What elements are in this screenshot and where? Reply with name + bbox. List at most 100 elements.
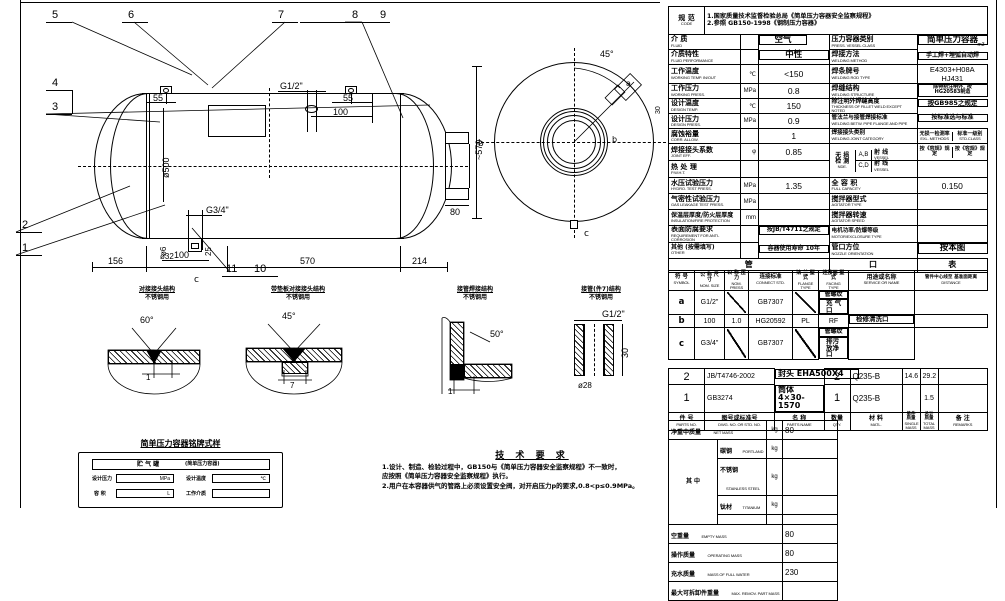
spec-label-corr-en: CORR. ALLOW. bbox=[671, 136, 699, 142]
weld2-hatch-left bbox=[246, 348, 294, 362]
nozzle-a-service: 充 气 口 bbox=[819, 298, 848, 315]
spec-row-joint-eff: 焊接接头系数 JOINT EFF. φ 0.85 无 损 检 测 NDE. A,… bbox=[668, 143, 988, 179]
part-1-total: 1.5 bbox=[919, 384, 939, 413]
nozzle-th-dist-cn: 管件中心线至 基准面距离 bbox=[924, 274, 978, 280]
thread-c-leader bbox=[186, 215, 222, 216]
part-2-single: 14.6 bbox=[901, 368, 921, 385]
balloon-3-underline bbox=[46, 114, 72, 115]
dim-100-a: 100 bbox=[333, 107, 349, 117]
spec-value2-weldstruct: 除特别注明外, 按HG20583制造 bbox=[917, 84, 988, 97]
spec-label2-jointcat-cn: 焊接接头类别 bbox=[831, 130, 866, 137]
mass-unit-stainless: kg bbox=[766, 458, 783, 496]
spec-label2-agitype-cn: 搅拌器型式 bbox=[831, 195, 867, 204]
nozzle-mark-c-elev: c bbox=[194, 275, 199, 285]
spec-label-designtemp-en: DESIGN TEMP. bbox=[671, 106, 698, 112]
spec-unit-fluid bbox=[740, 34, 759, 50]
nde-sub1: 射 线 VESSEL bbox=[871, 149, 917, 162]
mass-label-titanium: 钛材 TITANIUM bbox=[717, 495, 767, 515]
balloon-4: 4 bbox=[52, 77, 59, 89]
balloon-1011-underline bbox=[222, 276, 278, 277]
spec-value2-rod: E4303+H08A HJ431 bbox=[916, 64, 988, 84]
mass-row-carbon: 其 中 碳钢 PORTLAND kg bbox=[668, 439, 838, 525]
vessel-end-view: 45° a 30 b ~570 c bbox=[470, 42, 670, 257]
parts-th-total-en: TOTAL MASS bbox=[922, 421, 936, 431]
spec-unit-fluidperf bbox=[740, 49, 759, 65]
mass-value-carbon bbox=[782, 439, 838, 459]
dim-drain-dia: ø32 bbox=[160, 252, 174, 261]
frame-border-left bbox=[20, 0, 21, 508]
mass-value-operating: 80 bbox=[782, 543, 838, 563]
dim-55-left-line bbox=[146, 102, 176, 103]
part-1-std: GB3274 bbox=[704, 384, 775, 413]
mass-label-operating-cn: 操作质量 bbox=[671, 552, 696, 559]
mass-value-fullwater: 230 bbox=[782, 562, 838, 582]
nde-val-b: 按《容规》规定 bbox=[952, 147, 987, 158]
spec-label-gasleak-en: GAS LEAKAGE TEST PRESS. bbox=[671, 202, 724, 208]
tech-req-line-2: 应按照《简单压力容器安全监察规程》执行。 bbox=[382, 472, 512, 481]
nameplate-row-3-label: 容 积 bbox=[94, 491, 106, 497]
spec-label-hydro-cn: 水压试验压力 bbox=[671, 179, 713, 188]
spec-row-pwht: 热 处 理 P.W.H.T. bbox=[668, 160, 988, 179]
spec-label2-agispeed-en: AGITATOR SPEED bbox=[831, 218, 865, 224]
nde-label-cn1: 无 损 bbox=[835, 151, 850, 159]
nozzle-a-face: 管螺纹 bbox=[819, 290, 848, 299]
spec-footer-3-cn: 表 bbox=[948, 259, 957, 269]
spec-label-fluidperf: 介质特性 FLUID PERFORMANCE bbox=[668, 49, 741, 65]
spec-row-anticorr: 表面防腐要求 REQUIREMENT FOR ANTI-CORROSION 按J… bbox=[668, 225, 988, 243]
jointcat-sub-a: 无损一检测率 EXL. METHODS bbox=[917, 131, 953, 141]
mass-label-empty-en: EMPTY MASS bbox=[701, 534, 727, 539]
spec-value-hydro: 1.35 bbox=[758, 177, 830, 195]
nameplate-row-4-label: 工作介质 bbox=[186, 491, 207, 497]
nozzle-th-face: 连接面 型 式 FACING TYPE bbox=[818, 270, 849, 291]
mass-label-blank bbox=[717, 514, 767, 525]
balloon-4-underline bbox=[46, 90, 72, 91]
spec-value2-agispeed bbox=[916, 209, 988, 227]
balloon-7-underline bbox=[272, 22, 298, 23]
nameplate-row-1-label: 设计压力 bbox=[92, 476, 113, 482]
spec-value2-nozorient: 按本图 bbox=[917, 242, 988, 254]
thread-label-a: G1/2" bbox=[280, 81, 303, 91]
mass-unit-net: kg bbox=[766, 420, 783, 440]
spec-value2-agitype bbox=[916, 193, 988, 211]
spec-value-fluid: 空气 bbox=[759, 34, 807, 46]
spec-label-fluid-cn: 介 质 bbox=[671, 35, 688, 44]
code-table: 规 范 CODE 1.国家质量技术监督检验总局《简单压力容器安全监察规程》 2.… bbox=[668, 6, 988, 35]
mass-row-net: 净重中质量 NET MASS kg 80 bbox=[668, 420, 838, 440]
spec-label-fluidperf-cn: 介质特性 bbox=[671, 50, 699, 59]
spec-value-pwht bbox=[758, 160, 830, 179]
nozzle-b-std: HG20592 bbox=[748, 314, 793, 329]
part7-dia: ø28 bbox=[578, 381, 592, 390]
nozzle-a-size: G1/2" bbox=[694, 289, 725, 316]
spec-label2-capacity: 全 容 积 FULL CAPACITY m3 bbox=[828, 42, 985, 195]
spec-unit-workpress: MPa bbox=[740, 83, 759, 99]
nozzle-th-std: 连接标准 CONNECT STD. bbox=[748, 270, 793, 291]
spec-label-pwht-cn: 热 处 理 bbox=[671, 162, 697, 171]
spec-label2-capacity-cn: 全 容 积 bbox=[831, 179, 858, 188]
flange-b-top bbox=[445, 132, 469, 144]
nameplate-row-1-unit: MPa bbox=[159, 476, 170, 482]
frame-border-right bbox=[996, 0, 997, 508]
nde-sub2-en: VESSEL bbox=[874, 166, 889, 172]
spec-label-fluid: 介 质 FLUID bbox=[668, 34, 741, 50]
spec-label2-agitator-type: 搅拌器型式 AGITATOR TYPE bbox=[828, 193, 918, 211]
dim-tick-3 bbox=[400, 246, 401, 272]
spec-label-other: 其他 (按需填写) OTHER bbox=[668, 241, 741, 259]
spec-label2-jointcat-en: WELDING JOINT CATEGORY bbox=[831, 136, 884, 142]
nameplate-on-shell bbox=[208, 105, 266, 137]
nozzle-a-std: GB7307 bbox=[748, 289, 793, 316]
balloon-1: 1 bbox=[22, 242, 29, 254]
flange-b-neck-r bbox=[469, 144, 470, 188]
parts-th-remark-cn: 备 注 bbox=[955, 415, 970, 423]
mass-label-empty: 空重量 EMPTY MASS bbox=[668, 524, 783, 544]
spec-row-fluid: 介 质 FLUID 空气 压力容器类别 PRESS. VESSEL CLASS … bbox=[668, 34, 988, 50]
spec-unit-other bbox=[740, 241, 759, 259]
part7-thread-dim-line bbox=[574, 320, 622, 321]
code-label-cell: 规 范 CODE bbox=[668, 6, 705, 35]
parts-th-single-cn: 单件 质量 bbox=[906, 411, 916, 422]
spec-unit-gasleak: MPa bbox=[740, 193, 759, 211]
nde-label-en: NDE. bbox=[837, 164, 847, 170]
mass-label-fullwater-cn: 充水质量 bbox=[671, 571, 696, 578]
nameplate-heading-note: (简单压力容器) bbox=[185, 461, 220, 467]
shell-top-line bbox=[142, 93, 404, 94]
spec-footer-1-cn: 管 bbox=[744, 259, 753, 269]
